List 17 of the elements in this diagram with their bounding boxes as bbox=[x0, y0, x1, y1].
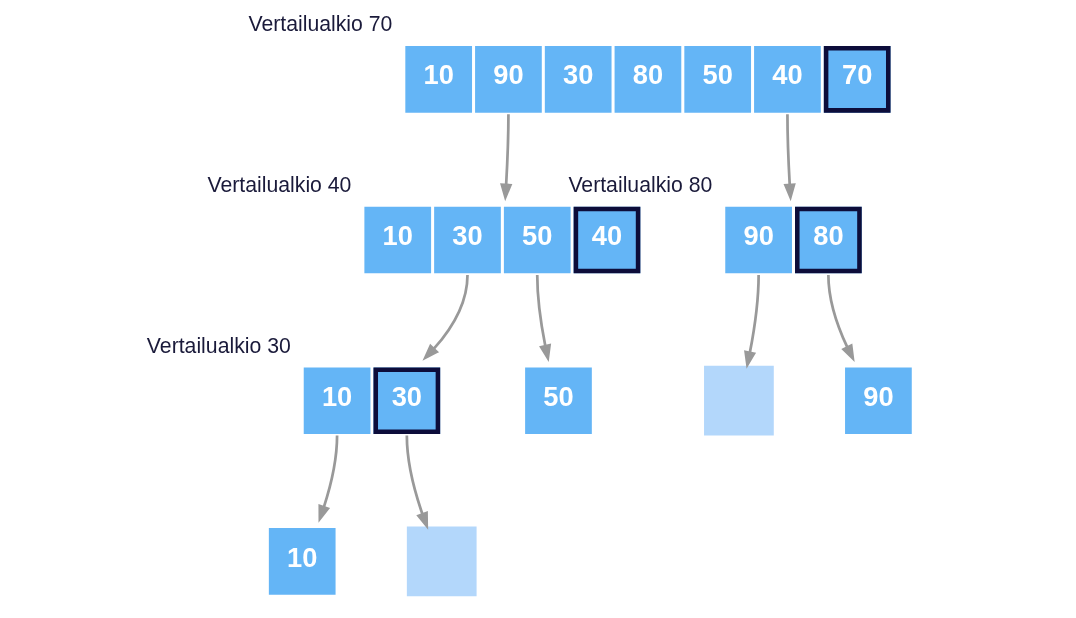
node-box: 90 bbox=[845, 367, 912, 435]
node-label: Vertailualkio 70 bbox=[248, 12, 393, 36]
node-label: Vertailualkio 80 bbox=[568, 172, 713, 196]
node-box bbox=[702, 364, 776, 438]
arrow bbox=[422, 274, 469, 361]
node-box: 10 bbox=[268, 528, 336, 595]
arrow bbox=[783, 114, 796, 202]
arrow bbox=[500, 114, 513, 202]
arrow bbox=[318, 435, 339, 523]
node-box bbox=[405, 525, 479, 598]
arrow bbox=[535, 274, 552, 363]
node-box: 50 bbox=[525, 367, 592, 435]
node-label: Vertailualkio 40 bbox=[207, 172, 352, 196]
arrow bbox=[827, 274, 855, 362]
node-label: Vertailualkio 30 bbox=[146, 333, 291, 357]
arrow bbox=[405, 435, 429, 530]
arrow bbox=[744, 274, 760, 369]
